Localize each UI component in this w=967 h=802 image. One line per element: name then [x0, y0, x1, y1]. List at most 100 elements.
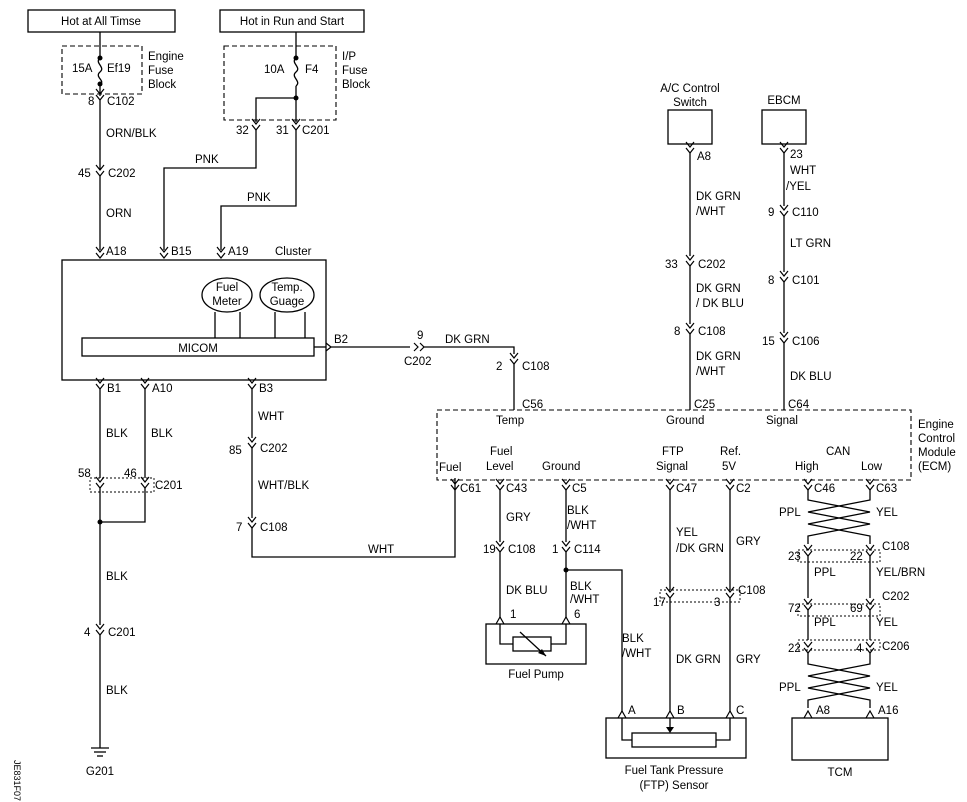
svg-text:DK GRN: DK GRN: [445, 334, 490, 346]
svg-text:C201: C201: [108, 627, 136, 639]
svg-text:8: 8: [768, 275, 774, 287]
svg-text:LT GRN: LT GRN: [790, 238, 831, 250]
svg-text:Fuel: Fuel: [490, 446, 512, 458]
svg-text:22: 22: [850, 551, 863, 563]
svg-text:9: 9: [768, 207, 774, 219]
svg-text:Block: Block: [148, 79, 176, 91]
svg-text:8: 8: [88, 96, 94, 108]
svg-text:PPL: PPL: [779, 682, 801, 694]
svg-text:I/P: I/P: [342, 51, 356, 63]
svg-text:17: 17: [653, 597, 666, 609]
svg-text:A16: A16: [878, 705, 898, 717]
svg-text:Temp.: Temp.: [271, 282, 302, 294]
svg-text:A8: A8: [697, 151, 711, 163]
svg-text:PNK: PNK: [247, 192, 271, 204]
tcm-label: TCM: [828, 767, 853, 779]
svg-text:DK GRN: DK GRN: [696, 283, 741, 295]
svg-text:C202: C202: [108, 168, 136, 180]
svg-text:C56: C56: [522, 399, 543, 411]
svg-text:10A: 10A: [264, 64, 285, 76]
svg-text:/YEL: /YEL: [786, 181, 812, 193]
c202-can-outline: [797, 603, 881, 617]
svg-text:(ECM): (ECM): [918, 461, 951, 473]
svg-text:7: 7: [236, 522, 242, 534]
svg-text:B15: B15: [171, 246, 191, 258]
svg-text:/ DK BLU: / DK BLU: [696, 298, 744, 310]
svg-text:DK GRN: DK GRN: [696, 351, 741, 363]
svg-text:C110: C110: [792, 207, 819, 219]
svg-text:Fuel: Fuel: [439, 462, 461, 474]
svg-text:C202: C202: [882, 591, 910, 603]
c108-can-outline: [797, 549, 881, 563]
svg-text:YEL: YEL: [876, 617, 898, 629]
svg-text:Fuel Tank Pressure: Fuel Tank Pressure: [625, 765, 724, 777]
svg-text:4: 4: [856, 643, 863, 655]
svg-text:23: 23: [790, 149, 803, 161]
svg-text:A10: A10: [152, 383, 172, 395]
svg-text:BLK: BLK: [106, 685, 128, 697]
ftp-sensor-resistor: [631, 732, 717, 748]
fuel-meter-gauge: [201, 277, 253, 313]
svg-text:PPL: PPL: [814, 567, 836, 579]
svg-text:Control: Control: [918, 433, 955, 445]
svg-text:C2: C2: [736, 483, 751, 495]
svg-text:/WHT: /WHT: [696, 206, 725, 218]
svg-text:Ground: Ground: [542, 461, 580, 473]
svg-text:ORN: ORN: [106, 208, 132, 220]
svg-text:Block: Block: [342, 79, 370, 91]
temp-gauge: [259, 277, 315, 313]
svg-text:DK BLU: DK BLU: [506, 585, 548, 597]
svg-text:High: High: [795, 461, 819, 473]
svg-text:33: 33: [665, 259, 678, 271]
svg-text:PPL: PPL: [779, 507, 801, 519]
svg-text:/WHT: /WHT: [696, 366, 725, 378]
svg-text:C47: C47: [676, 483, 697, 495]
svg-text:CAN: CAN: [826, 446, 850, 458]
ip-fuse-block: [223, 45, 337, 121]
svg-text:WHT: WHT: [258, 411, 284, 423]
svg-text:YEL/BRN: YEL/BRN: [876, 567, 925, 579]
svg-text:46: 46: [124, 468, 137, 480]
svg-text:DK GRN: DK GRN: [696, 191, 741, 203]
svg-text:45: 45: [78, 168, 91, 180]
svg-text:C61: C61: [460, 483, 481, 495]
svg-text:Signal: Signal: [766, 415, 798, 427]
svg-text:1: 1: [510, 609, 516, 621]
svg-text:B1: B1: [107, 383, 121, 395]
svg-text:4: 4: [84, 627, 91, 639]
svg-text:A8: A8: [816, 705, 830, 717]
svg-text:F4: F4: [305, 64, 319, 76]
can-twisted-pair-upper: [807, 490, 871, 544]
svg-text:A18: A18: [106, 246, 126, 258]
svg-text:/WHT: /WHT: [570, 594, 599, 606]
fuse-ef19-amps: 15A: [72, 63, 93, 75]
svg-text:GRY: GRY: [506, 512, 531, 524]
svg-text:YEL: YEL: [676, 527, 698, 539]
svg-text:YEL: YEL: [876, 507, 898, 519]
svg-text:Engine: Engine: [918, 419, 954, 431]
svg-text:32: 32: [236, 125, 249, 137]
svg-text:23: 23: [788, 551, 801, 563]
svg-text:C114: C114: [574, 544, 601, 556]
svg-text:FTP: FTP: [662, 446, 684, 458]
svg-text:C5: C5: [572, 483, 587, 495]
svg-text:C202: C202: [404, 356, 432, 368]
svg-text:Module: Module: [918, 447, 956, 459]
svg-text:8: 8: [674, 326, 680, 338]
svg-text:72: 72: [788, 603, 801, 615]
svg-text:C108: C108: [738, 585, 766, 597]
svg-text:Guage: Guage: [270, 296, 305, 308]
svg-text:Temp: Temp: [496, 415, 524, 427]
svg-text:C25: C25: [694, 399, 715, 411]
ac-control-switch: [667, 109, 713, 145]
fuel-pump-sender-resistor: [512, 636, 552, 652]
svg-text:C201: C201: [302, 125, 330, 137]
svg-text:15: 15: [762, 336, 775, 348]
svg-text:YEL: YEL: [876, 682, 898, 694]
svg-text:BLK: BLK: [567, 505, 589, 517]
svg-text:GRY: GRY: [736, 536, 761, 548]
svg-text:PPL: PPL: [814, 617, 836, 629]
ground-g201-label: G201: [86, 766, 114, 778]
svg-text:C108: C108: [698, 326, 726, 338]
